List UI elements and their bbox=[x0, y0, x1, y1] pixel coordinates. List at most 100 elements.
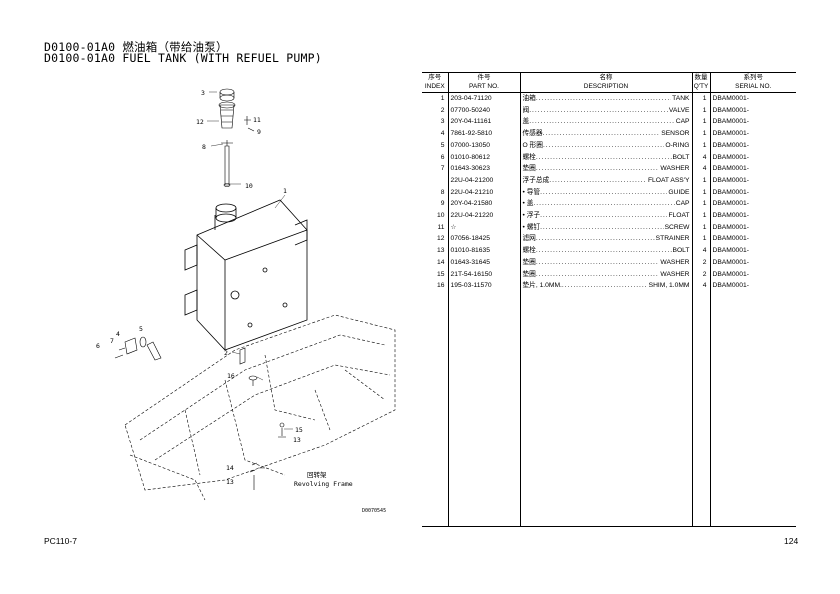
cell-description: 垫片, 1.0MM.SHIM, 1.0MM bbox=[519, 280, 692, 292]
fuel-tank-exploded-diagram: 3 12 11 9 8 10 1 5 4 7 6 2 16 15 13 14 1… bbox=[96, 88, 396, 501]
cell-part-number: 07700-50240 bbox=[447, 104, 520, 117]
cell-index: 15 bbox=[437, 270, 445, 278]
cell-index: 8 bbox=[440, 188, 445, 196]
empty-cell bbox=[691, 291, 710, 527]
cell-quantity: 1 bbox=[691, 104, 710, 117]
cell-part-number: 07000-13050 bbox=[447, 139, 520, 152]
callout-6: 6 bbox=[96, 342, 100, 350]
callout-13b: 13 bbox=[226, 478, 234, 486]
cell-part-number: 195-03-11570 bbox=[447, 280, 520, 292]
cell-serial: DBAM0001- bbox=[709, 210, 796, 222]
cell-part-number: ☆ bbox=[447, 221, 520, 234]
description-en: WASHER bbox=[660, 270, 690, 278]
description-leader-dots bbox=[549, 175, 647, 187]
small-parts-drawing bbox=[114, 336, 286, 490]
page-title-english: D0100-01A0 FUEL TANK (WITH REFUEL PUMP) bbox=[44, 51, 322, 65]
cell-index: 10 bbox=[437, 212, 445, 220]
cell-part-number: 20Y-04-21580 bbox=[447, 198, 520, 211]
cell-quantity: 2 bbox=[691, 268, 710, 281]
cell-index: 1 bbox=[440, 95, 445, 102]
callout-7: 7 bbox=[110, 337, 114, 345]
description-cn: 垫圈 bbox=[522, 270, 536, 278]
description-cn: 垫圈 bbox=[522, 165, 536, 173]
cell-serial: DBAM0001- bbox=[709, 198, 796, 211]
cell-part-number: 07056-18425 bbox=[447, 233, 520, 246]
cell-serial: DBAM0001- bbox=[709, 268, 796, 281]
table-header-row-cn: 序号 件号 名称 数量 系列号 bbox=[422, 72, 796, 83]
callout-16: 16 bbox=[227, 372, 235, 380]
cell-index: 3 bbox=[440, 118, 445, 126]
cell-quantity: 2 bbox=[691, 256, 710, 269]
cell-description: • 盖CAP bbox=[519, 198, 692, 211]
callout-14: 14 bbox=[226, 464, 234, 472]
description-leader-dots bbox=[543, 128, 661, 140]
description-cn: 垫片, 1.0MM. bbox=[522, 282, 562, 290]
cell-description: 油箱TANK bbox=[519, 92, 692, 105]
cell-quantity: 1 bbox=[691, 210, 710, 222]
header-index-en: INDEX bbox=[422, 82, 448, 93]
drawing-code: D0070545 bbox=[362, 508, 387, 514]
cell-description: 螺栓BOLT bbox=[519, 245, 692, 257]
description-en: WASHER bbox=[660, 165, 690, 173]
description-cn: 传感器 bbox=[522, 130, 543, 138]
header-desc-en: DESCRIPTION bbox=[519, 82, 692, 93]
callout-8: 8 bbox=[202, 143, 206, 151]
cell-description: 传感器SENSOR bbox=[519, 128, 692, 140]
empty-cell bbox=[709, 291, 796, 527]
cell-index: 5 bbox=[440, 141, 445, 149]
cell-index: 2 bbox=[440, 106, 445, 114]
description-en: CAP bbox=[675, 118, 690, 126]
description-leader-dots bbox=[562, 280, 648, 292]
cell-description: 滤网STRAINER bbox=[519, 233, 692, 246]
callout-leader-lines bbox=[207, 91, 293, 469]
description-en: O-RING bbox=[665, 141, 690, 149]
cell-quantity: 1 bbox=[691, 116, 710, 129]
description-cn: • 盖 bbox=[522, 200, 534, 208]
callout-12: 12 bbox=[196, 118, 204, 126]
cell-serial: DBAM0001- bbox=[709, 92, 796, 105]
callout-1: 1 bbox=[283, 187, 287, 195]
empty-cell bbox=[447, 291, 520, 527]
cell-part-number: 01010-80612 bbox=[447, 151, 520, 164]
cell-serial: DBAM0001- bbox=[709, 174, 796, 187]
description-en: BOLT bbox=[672, 247, 690, 255]
callout-10: 10 bbox=[245, 182, 253, 190]
cell-serial: DBAM0001- bbox=[709, 163, 796, 175]
cell-part-number: 22U-04-21210 bbox=[447, 186, 520, 199]
description-leader-dots bbox=[536, 269, 660, 281]
cell-quantity: 1 bbox=[691, 92, 710, 105]
cell-quantity: 1 bbox=[691, 233, 710, 246]
description-leader-dots bbox=[543, 140, 664, 152]
cell-index: 4 bbox=[440, 130, 445, 138]
parts-table: 序号 件号 名称 数量 系列号 INDEX PART NO. DESCRIPTI… bbox=[422, 72, 796, 527]
fuel-tank-drawing bbox=[184, 199, 308, 351]
cell-description: 螺栓BOLT bbox=[519, 151, 692, 164]
description-en: SCREW bbox=[664, 223, 690, 231]
cell-quantity: 4 bbox=[691, 151, 710, 164]
description-en: STRAINER bbox=[655, 235, 690, 243]
cell-part-number: 203-04-71120 bbox=[447, 92, 520, 105]
page-number: 124 bbox=[784, 536, 799, 546]
cell-part-number: 20Y-04-11161 bbox=[447, 116, 520, 129]
cell-serial: DBAM0001- bbox=[709, 128, 796, 140]
cell-serial: DBAM0001- bbox=[709, 139, 796, 152]
description-en: GUIDE bbox=[668, 188, 690, 196]
description-leader-dots bbox=[536, 245, 672, 257]
description-en: VALVE bbox=[668, 106, 690, 114]
description-cn: 螺栓 bbox=[522, 153, 536, 161]
cell-index: 11 bbox=[437, 223, 445, 231]
cell-quantity: 1 bbox=[691, 186, 710, 199]
cell-index: 9 bbox=[440, 200, 445, 208]
header-desc-cn: 名称 bbox=[519, 72, 692, 83]
description-cn: O 形圈 bbox=[522, 141, 543, 149]
cell-part-number: 22U-04-21220 bbox=[447, 210, 520, 222]
table-row: 11☆• 螺钉SCREW1DBAM0001- bbox=[422, 221, 796, 234]
